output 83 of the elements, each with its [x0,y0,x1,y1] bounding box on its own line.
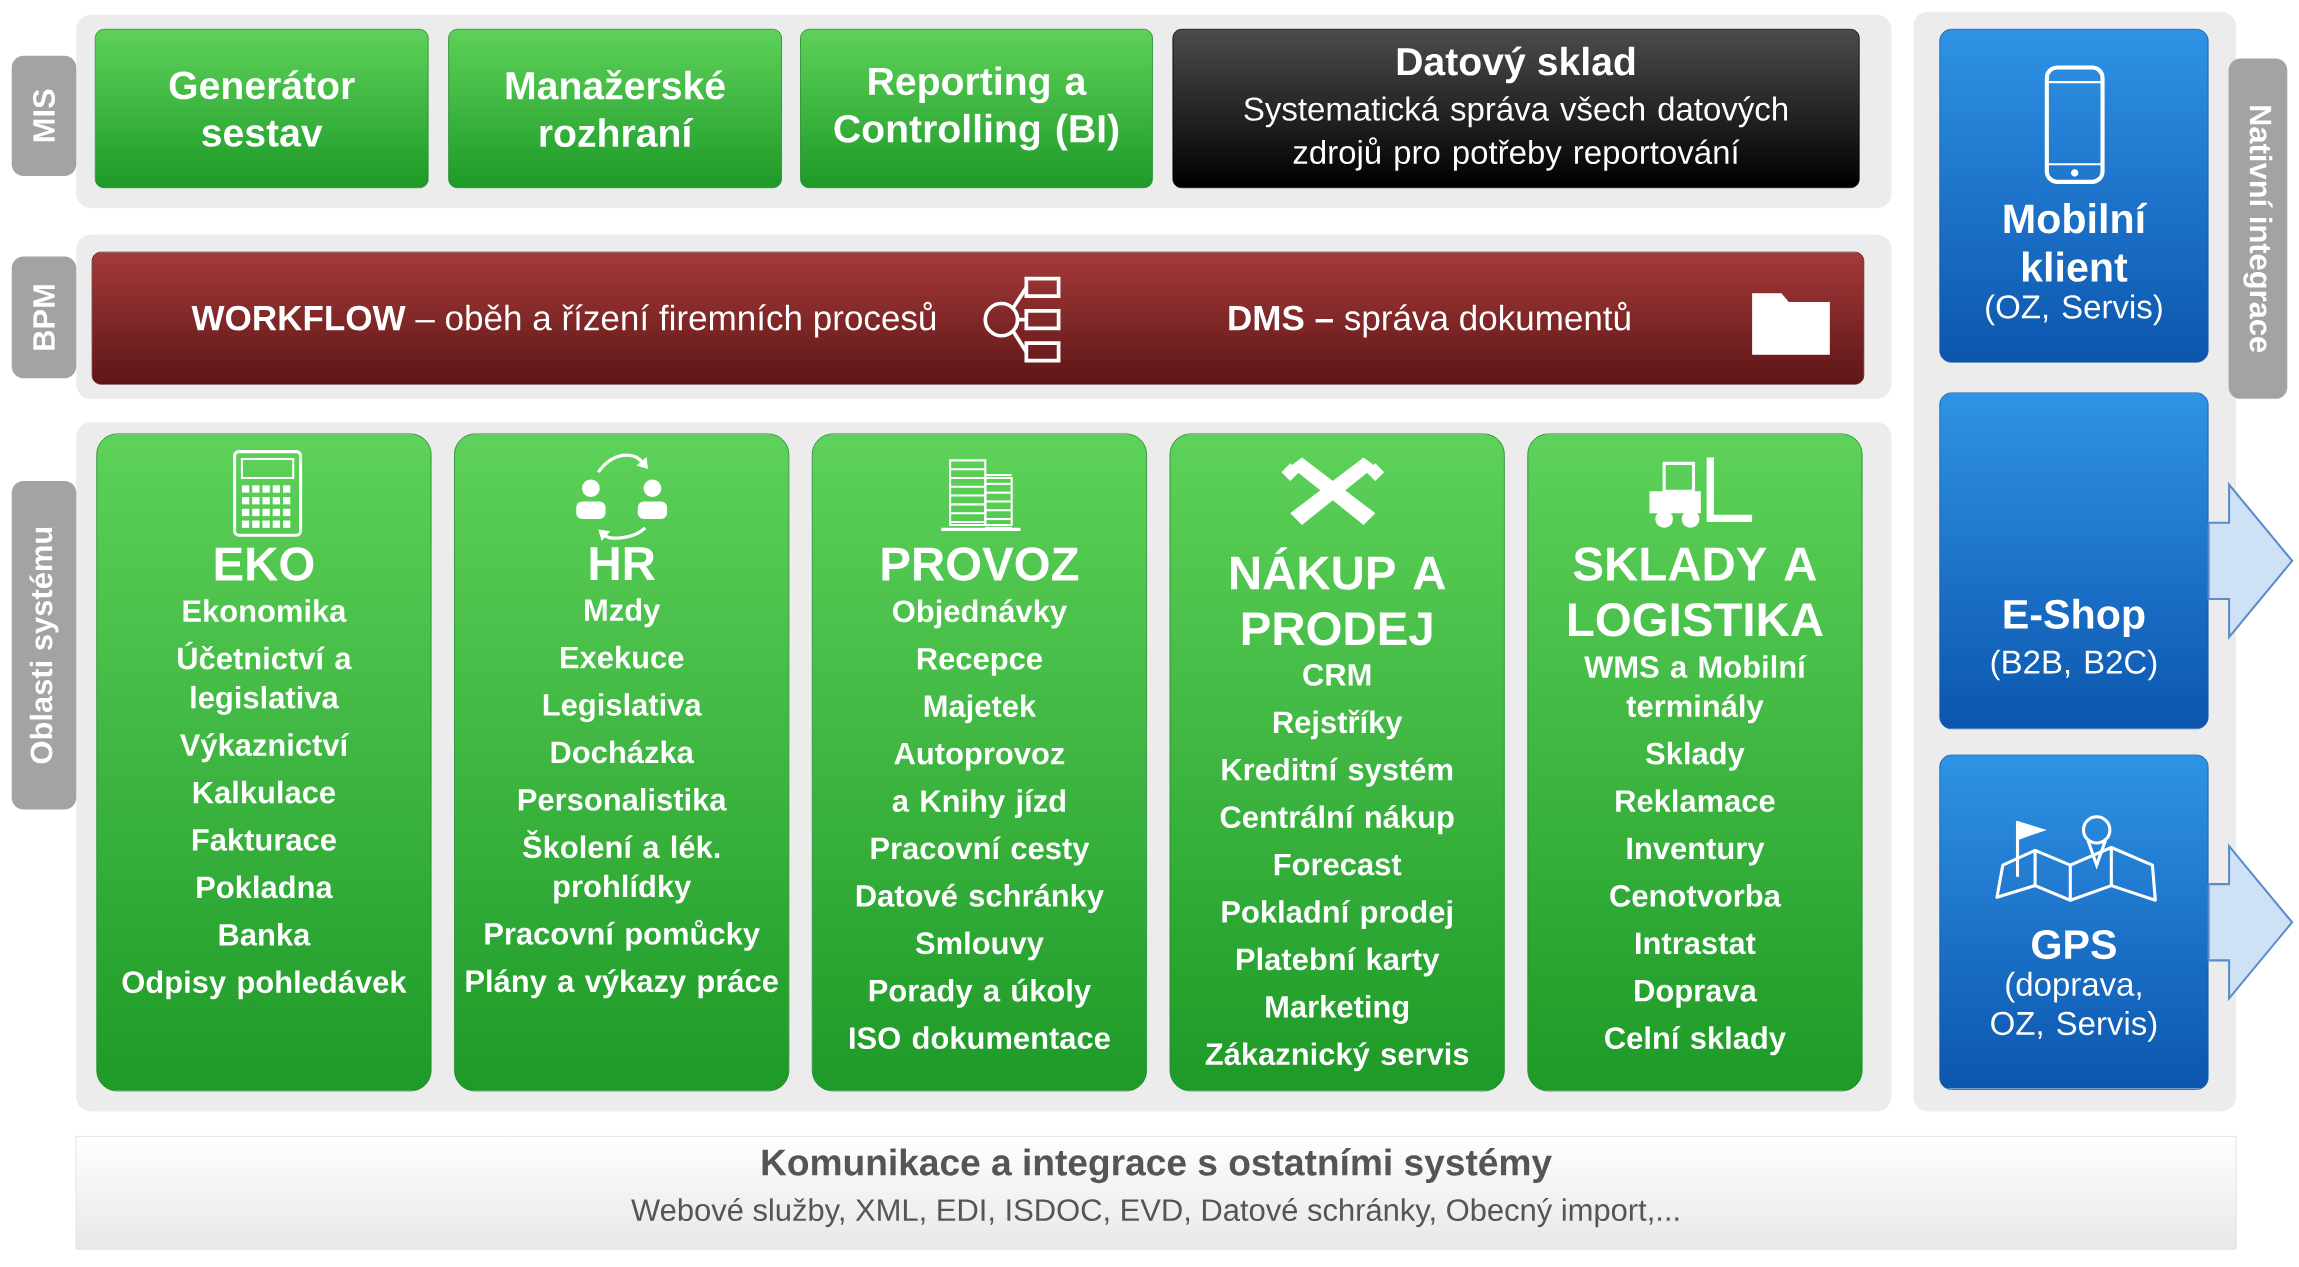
module-item: CRM [1303,664,1371,686]
box-label: Manažerské rozhraní [506,70,725,148]
block-arrow [2207,843,2294,1002]
module-item: Inventury [1627,837,1765,866]
channel-card [1939,28,2209,363]
module-item: Autoprovoz [894,743,1065,771]
box-title: Datový sklad [1397,46,1635,84]
module-card [454,433,790,1092]
workflow-band [91,251,1865,385]
side-tab: Oblasti systému [11,481,77,810]
side-tab: Nativní integrace [2228,58,2288,399]
module-item: Ekonomika [183,599,347,623]
module-item: Marketing [1266,995,1409,1025]
module-item: Platební karty [1237,947,1440,977]
module-item: Datové schránky [856,883,1104,913]
module-box [800,29,1153,189]
card-title: GPS [2032,930,2116,960]
module-item: Plány a výkazy práce [466,969,778,999]
module-item: Intrastat [1636,932,1756,955]
module-item: ISO dokumentace [850,1026,1110,1050]
box-label: Reporting a Controlling (BI) [834,66,1119,151]
block-arrow [2207,481,2294,641]
module-item: Odpisy pohledávek [122,970,407,1000]
module-item: Pracovní pomůcky [485,919,760,951]
module-item: Výkaznictví [179,733,349,763]
module-item: Kreditní systém [1222,757,1453,787]
module-title: EKO [215,547,314,581]
module-item: Doprava [1635,980,1757,1008]
module-item: Sklady [1646,741,1745,771]
box-text: Systematická správa všech datových zdrojů pro potřeby reportování [1244,96,1787,171]
module-title: SKLADY A LOGISTIKA [1569,547,1823,637]
channel-card [1939,392,2209,730]
module-item: Personalistika [518,788,727,811]
integration-panel [75,1136,2237,1250]
module-item: Objednávky [893,599,1067,629]
module-item: Recepce [917,648,1042,676]
module-item: Pokladní prodej [1222,900,1452,930]
module-item: WMS a Mobilní terminály [1584,655,1807,724]
card-title: Mobilní klient [2004,202,2148,282]
module-item: Školení a lék. prohlídky [522,830,720,904]
module-item: a Knihy jízd [892,789,1065,819]
card-subtitle: (OZ, Servis) [1986,294,2162,326]
module-item: Banka [219,923,311,946]
channel-card [1939,754,2209,1090]
module-item: Legislativa [543,693,702,723]
band-label: WORKFLOW – oběh a řízení firemních procesů [191,301,936,338]
module-box [94,29,429,189]
module-card [1527,433,1863,1092]
module-item: Forecast [1274,854,1402,876]
module-card [811,433,1148,1092]
module-item: Pokladna [197,875,333,899]
side-tab: BPM [11,256,77,379]
side-tab: MIS [11,55,77,177]
module-item: Smlouvy [915,931,1044,961]
box-label: Generátor sestav [169,70,355,147]
band-label: DMS – správa dokumentů [1229,301,1630,338]
card-subtitle: (B2B, B2C) [1991,649,2157,681]
module-card [96,433,432,1092]
module-item: Rejstříky [1273,709,1403,740]
panel-title: Komunikace a integrace s ostatními systémy [762,1148,1552,1184]
module-item: Účetnictví a legislativa [178,641,352,715]
module-box [448,29,782,189]
card-subtitle: (doprava, OZ, Servis) [1991,971,2157,1042]
module-item: Centrální nákup [1220,805,1454,835]
data-warehouse-box [1172,29,1860,189]
module-item: Pracovní cesty [871,836,1090,866]
module-item: Porady a úkoly [869,978,1091,1008]
module-card [1169,433,1505,1092]
module-title: NÁKUP A PRODEJ [1231,547,1446,646]
module-title: PROVOZ [882,547,1079,581]
module-item: Cenotvorba [1610,884,1782,907]
module-item: Reklamace [1616,789,1775,813]
module-item: Celní sklady [1605,1026,1786,1056]
module-item: Docházka [551,740,695,764]
module-item: Fakturace [192,828,336,851]
module-title: HR [590,547,655,581]
module-item: Zákaznický servis [1205,1042,1469,1072]
panel-text: Webové služby, XML, EDI, ISDOC, EVD, Datové schránky, Obecný import,... [631,1198,1679,1228]
card-title: E-Shop [2004,598,2145,638]
module-item: Exekuce [561,645,684,669]
module-item: Kalkulace [193,780,336,804]
module-item: Mzdy [585,598,661,628]
module-item: Majetek [924,694,1037,724]
